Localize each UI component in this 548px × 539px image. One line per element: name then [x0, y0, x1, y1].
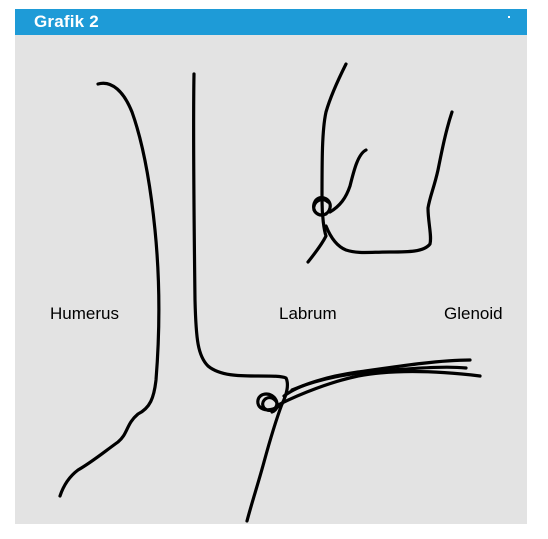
upper-outer-curve	[308, 64, 346, 262]
upper-inner-curve	[330, 150, 366, 212]
lower-capsule-line-1	[280, 372, 480, 405]
joint-space-line	[194, 74, 288, 521]
humerus-contour	[60, 83, 159, 496]
label-glenoid: Glenoid	[444, 304, 503, 323]
label-humerus: Humerus	[50, 304, 119, 323]
label-labrum: Labrum	[279, 304, 337, 323]
glenoid-contour	[326, 112, 452, 253]
